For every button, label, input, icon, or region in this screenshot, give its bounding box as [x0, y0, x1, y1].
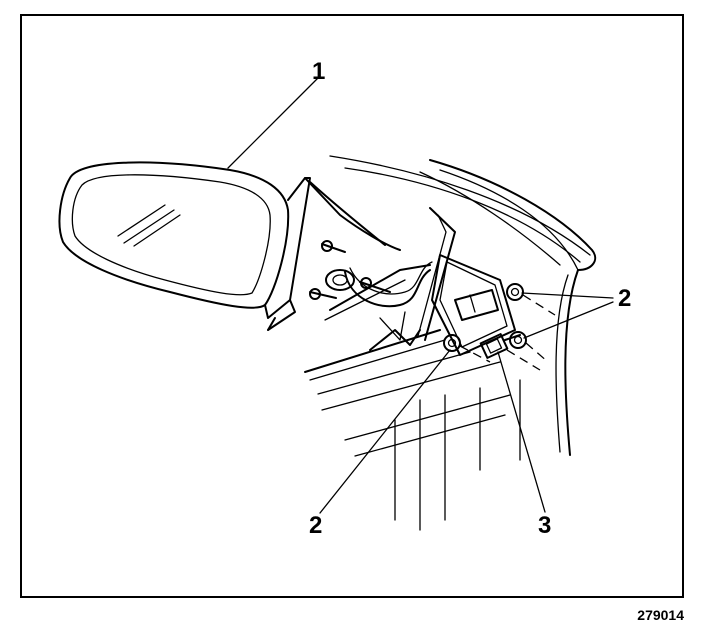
figure-id: 279014: [637, 607, 684, 623]
alignment-lines: [459, 294, 556, 371]
door-mounting-bracket: [431, 254, 516, 356]
leader-lines: [227, 77, 614, 514]
electrical-connector: [479, 333, 521, 359]
callout-nut-lower: 2: [309, 512, 323, 539]
door-panel: [304, 155, 597, 531]
wiring-harness: [324, 261, 433, 351]
mirror-nut-right: [509, 331, 527, 349]
mirror-nut-upper: [506, 283, 524, 301]
callout-connector: 3: [538, 512, 552, 539]
callout-nut-upper: 2: [618, 285, 632, 312]
mirror-nut-lower: [443, 334, 461, 352]
mirror-studs: [309, 240, 391, 300]
callout-mirror: 1: [312, 58, 326, 85]
outside-mirror: [58, 161, 401, 331]
diagram-frame: [20, 14, 684, 598]
